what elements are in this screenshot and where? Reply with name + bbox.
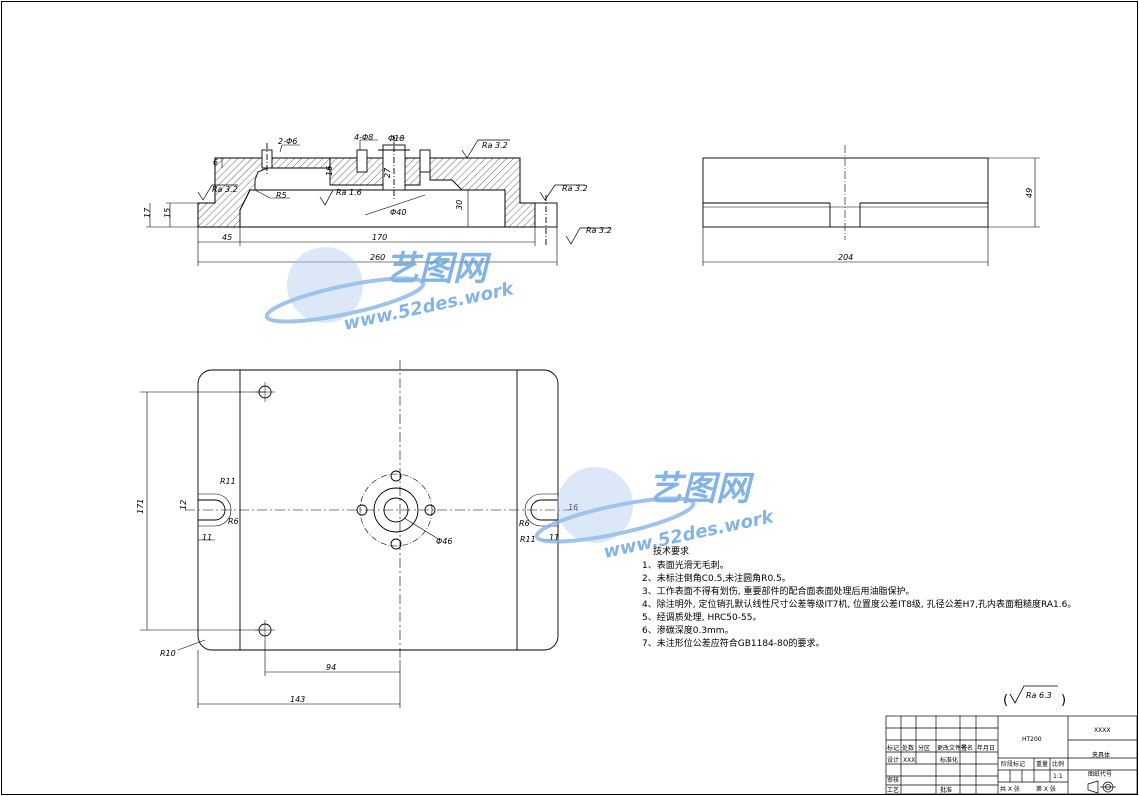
label-dim-171: 171 xyxy=(136,499,145,514)
label-r11-right: R11 xyxy=(520,535,536,544)
label-holes-4: 4-Φ8 xyxy=(354,133,373,142)
label-r11-left: R11 xyxy=(220,477,236,486)
general-roughness: ( Ra 6.3 ) xyxy=(1003,685,1066,708)
material: HT200 xyxy=(1022,736,1042,743)
weight-label: 重量 xyxy=(1036,760,1048,768)
label-dim-16-right: 16 xyxy=(568,503,578,512)
design-name: XXX xyxy=(903,757,915,764)
tech-requirements-title: 技术要求 xyxy=(653,545,689,557)
sheet-no: 第 X 张 xyxy=(1036,785,1056,793)
process-label: 工艺 xyxy=(887,786,899,794)
label-ra-left: Ra 3.2 xyxy=(212,185,238,194)
label-r6-left: R6 xyxy=(228,517,239,526)
count-label: 处数 xyxy=(902,744,914,752)
tech-item: 7、未注形位公差应符合GB1184-80的要求。 xyxy=(642,637,824,649)
top-view xyxy=(140,360,580,708)
label-dim-45: 45 xyxy=(222,233,232,242)
label-dim-204: 204 xyxy=(838,253,853,262)
date-label: 年月日 xyxy=(977,744,995,752)
label-dim-6: 6 xyxy=(213,158,218,167)
label-ra-mid: Ra 1.6 xyxy=(336,188,362,197)
label-dim-12: 12 xyxy=(179,500,188,510)
label-phi46: Φ46 xyxy=(436,537,452,546)
sheet-total: 共 X 张 xyxy=(1000,785,1020,793)
label-dim-17: 17 xyxy=(143,207,152,218)
label-dim-11-left: 11 xyxy=(202,533,212,542)
company: XXXX xyxy=(1094,727,1110,734)
tech-item: 6、渗碳深度0.3mm。 xyxy=(642,624,734,636)
tech-requirements: 技术要求 1、表面光滑无毛刺。 2、未标注倒角C0.5,未注圆角R0.5。 3、… xyxy=(642,545,1076,649)
design-label: 设计 xyxy=(887,756,899,764)
tech-item: 2、未标注倒角C0.5,未注圆角R0.5。 xyxy=(642,572,791,584)
label-dim-16: 16 xyxy=(325,166,334,176)
label-r5: R5 xyxy=(276,191,287,200)
label-dim-27: 27 xyxy=(383,167,392,178)
general-roughness-label: Ra 6.3 xyxy=(1026,691,1052,700)
part-name: 夹具体 xyxy=(1092,751,1110,759)
svg-text:(: ( xyxy=(1003,693,1008,708)
scale-label: 比例 xyxy=(1052,760,1064,768)
label-dim-260: 260 xyxy=(370,253,385,262)
label-dim-170: 170 xyxy=(372,233,387,242)
title-block-text: HT200 XXXX 夹具体 图纸代号 阶段标记 重量 比例 1:1 共 X 张… xyxy=(887,727,1112,794)
label-dim-143: 143 xyxy=(290,695,305,704)
svg-text:): ) xyxy=(1061,693,1066,708)
tech-item: 1、表面光滑无毛刺。 xyxy=(642,559,729,571)
tech-item: 4、除注明外, 定位销孔默认线性尺寸公差等级IT7机, 位置度公差IT8级, 孔… xyxy=(642,598,1076,610)
label-dim-15: 15 xyxy=(163,208,172,218)
scale: 1:1 xyxy=(1053,773,1063,780)
projection-symbol-icon xyxy=(1087,780,1116,794)
label-ra-right: Ra 3.2 xyxy=(562,184,588,193)
label-dim-30: 30 xyxy=(455,200,464,210)
approve-label: 批准 xyxy=(940,786,952,794)
label-ra-top: Ra 3.2 xyxy=(482,141,508,150)
standard-label: 标准化 xyxy=(940,756,958,764)
watermark-1: 艺图网 www.52des.work xyxy=(264,247,516,335)
watermark-brand-1: 艺图网 xyxy=(385,249,492,289)
side-view xyxy=(702,145,1040,266)
label-r6-right: R6 xyxy=(519,519,530,528)
tech-item: 3、工作表面不得有划伤, 重要部件的配合面表面处理后用油脂保护。 xyxy=(642,585,914,597)
zone-label: 分区 xyxy=(918,744,930,752)
front-section-view xyxy=(146,135,610,266)
label-dim-11-right: 11 xyxy=(549,533,559,542)
label-dim-94: 94 xyxy=(326,663,336,672)
watermark-brand-2: 艺图网 xyxy=(648,469,755,509)
label-ra-right-low: Ra 3.2 xyxy=(586,226,612,235)
label-holes-2: 2-Φ6 xyxy=(278,137,297,146)
label-dim-49: 49 xyxy=(1025,188,1034,198)
sign-label: 签名 xyxy=(961,744,973,752)
label-r10: R10 xyxy=(160,649,176,658)
stage-label: 阶段标记 xyxy=(1001,760,1025,768)
front-view-labels: 2-Φ6 4-Φ8 Φ18 Φ40 Ra 3.2 Ra 3.2 Ra 1.6 R… xyxy=(143,133,612,262)
label-bore-40: Φ40 xyxy=(390,208,406,217)
change-doc-label: 更改文件号 xyxy=(937,744,967,752)
mark-label: 标记 xyxy=(887,744,899,752)
review-label: 审核 xyxy=(887,776,899,784)
title-block xyxy=(885,715,1138,795)
drawing-no-label: 图纸代号 xyxy=(1088,770,1112,778)
label-bore: Φ18 xyxy=(388,134,404,143)
tech-item: 5、经调质处理, HRC50-55。 xyxy=(642,611,761,623)
top-view-labels: R11 R6 11 12 R6 R11 11 16 Φ46 R10 171 94… xyxy=(136,477,578,704)
